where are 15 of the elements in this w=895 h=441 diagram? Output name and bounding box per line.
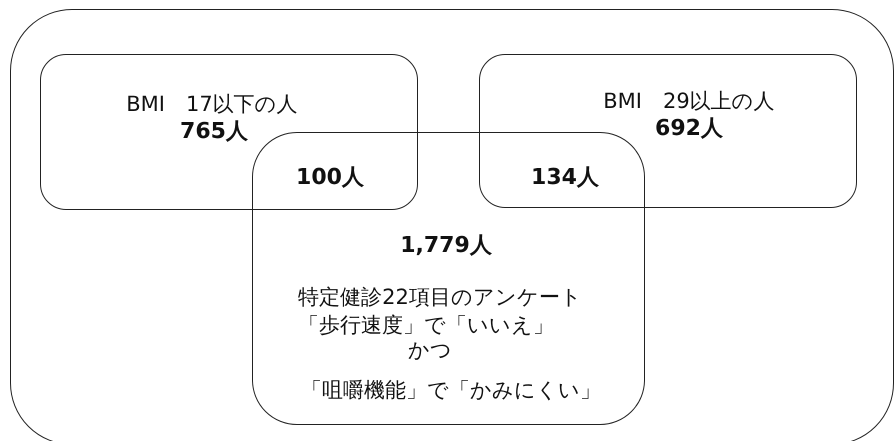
description-text: 特定健診22項目のアンケート	[298, 287, 582, 308]
description-text: 「歩行速度」で「いいえ」	[298, 315, 554, 336]
count-text: 765人	[180, 121, 248, 143]
description-text: かつ	[408, 340, 452, 361]
group-title: BMI 29以上の人	[603, 91, 775, 112]
overlap-count: 134人	[531, 167, 599, 189]
set-box	[252, 132, 644, 424]
description-text: 「咀嚼機能」で「かみにくい」	[301, 380, 601, 401]
outer-box	[10, 9, 894, 441]
set-box	[478, 54, 856, 208]
group-title: BMI 17以下の人	[126, 94, 298, 115]
set-box	[40, 54, 418, 210]
overlap-count: 100人	[296, 167, 364, 189]
count-text: 692人	[655, 118, 723, 140]
count-text: 1,779人	[400, 235, 492, 257]
